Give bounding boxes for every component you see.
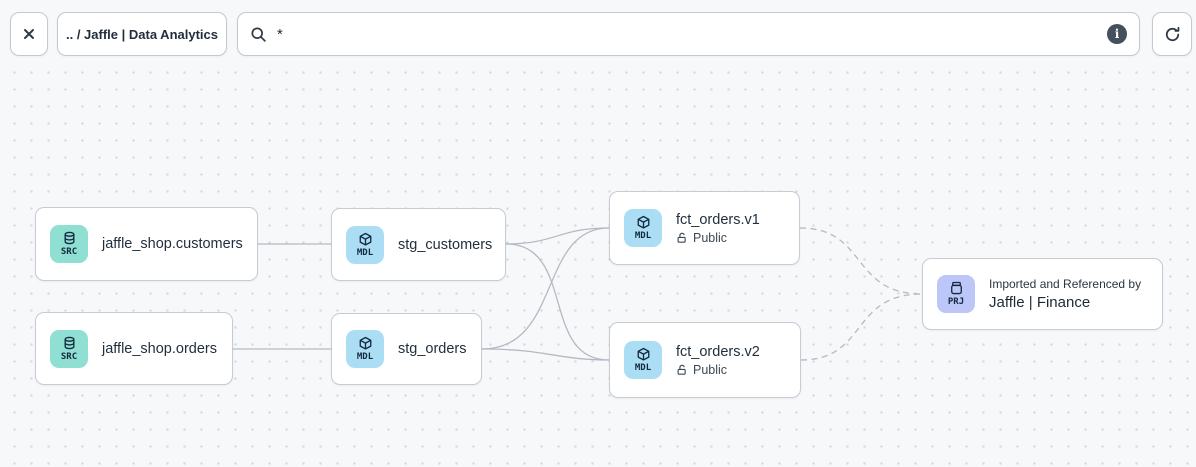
search-icon	[251, 26, 266, 42]
lineage-node-stg-orders[interactable]: MDL stg_orders	[331, 313, 482, 385]
refresh-icon	[1165, 26, 1179, 41]
node-title: stg_orders	[398, 341, 467, 357]
edge-fct-v1-prj	[799, 227, 923, 295]
model-badge: MDL	[624, 341, 662, 379]
node-title: jaffle_shop.orders	[102, 340, 218, 357]
badge-label: SRC	[60, 351, 78, 362]
badge-label: MDL	[356, 352, 374, 362]
edge-stg-customers-fct-v1	[505, 227, 610, 245]
model-badge: MDL	[624, 209, 662, 247]
model-cube-icon	[637, 347, 649, 361]
node-subtitle: Imported and Referenced by	[989, 277, 1142, 291]
node-title: jaffle_shop.customers	[102, 236, 243, 252]
model-badge: MDL	[346, 330, 384, 368]
model-badge: MDL	[346, 225, 384, 264]
edge-stg-orders-fct-v1	[481, 227, 610, 350]
breadcrumb-label: .. / Jaffle | Data Analytics	[66, 26, 218, 42]
model-cube-icon	[359, 232, 371, 246]
unlock-icon	[677, 232, 686, 243]
unlock-icon	[677, 364, 686, 375]
access-label: Public	[693, 362, 728, 377]
lineage-node-fct-orders-v1[interactable]: MDL fct_orders.v1 Public	[609, 191, 800, 265]
source-badge: SRC	[50, 329, 88, 368]
model-cube-icon	[359, 336, 371, 350]
close-button[interactable]	[10, 12, 48, 56]
lineage-node-src-customers[interactable]: SRC jaffle_shop.customers	[35, 207, 258, 281]
node-title: stg_customers	[398, 236, 493, 253]
close-icon	[24, 29, 34, 39]
lineage-node-src-orders[interactable]: SRC jaffle_shop.orders	[35, 312, 233, 385]
info-icon[interactable]: i	[1107, 24, 1127, 44]
lineage-node-fct-orders-v2[interactable]: MDL fct_orders.v2 Public	[609, 322, 801, 398]
database-icon	[64, 231, 74, 245]
model-cube-icon	[637, 215, 649, 229]
lineage-node-prj-finance[interactable]: PRJ Imported and Referenced by Jaffle | …	[922, 258, 1163, 330]
badge-label: MDL	[634, 363, 652, 373]
edge-stg-orders-fct-v2	[481, 348, 610, 361]
source-badge: SRC	[50, 225, 88, 263]
edge-stg-customers-fct-v2	[505, 243, 610, 361]
access-row: Public	[676, 363, 760, 377]
node-title: Jaffle | Finance	[989, 294, 1091, 311]
badge-label: PRJ	[947, 297, 965, 307]
breadcrumb[interactable]: .. / Jaffle | Data Analytics	[57, 12, 227, 56]
badge-label: MDL	[356, 247, 374, 258]
node-title: fct_orders.v2	[676, 343, 760, 360]
edge-fct-v2-prj	[800, 293, 923, 361]
badge-label: MDL	[634, 231, 652, 241]
node-title: fct_orders.v1	[676, 211, 760, 228]
search-input[interactable]	[277, 25, 1097, 43]
search-bar[interactable]: i	[237, 12, 1140, 56]
badge-label: SRC	[60, 247, 78, 257]
access-label: Public	[693, 230, 728, 245]
access-row: Public	[676, 231, 760, 245]
database-icon	[64, 336, 74, 349]
lineage-node-stg-customers[interactable]: MDL stg_customers	[331, 208, 506, 281]
project-archive-icon	[950, 281, 962, 295]
refresh-button[interactable]	[1152, 12, 1192, 56]
project-badge: PRJ	[937, 275, 975, 313]
